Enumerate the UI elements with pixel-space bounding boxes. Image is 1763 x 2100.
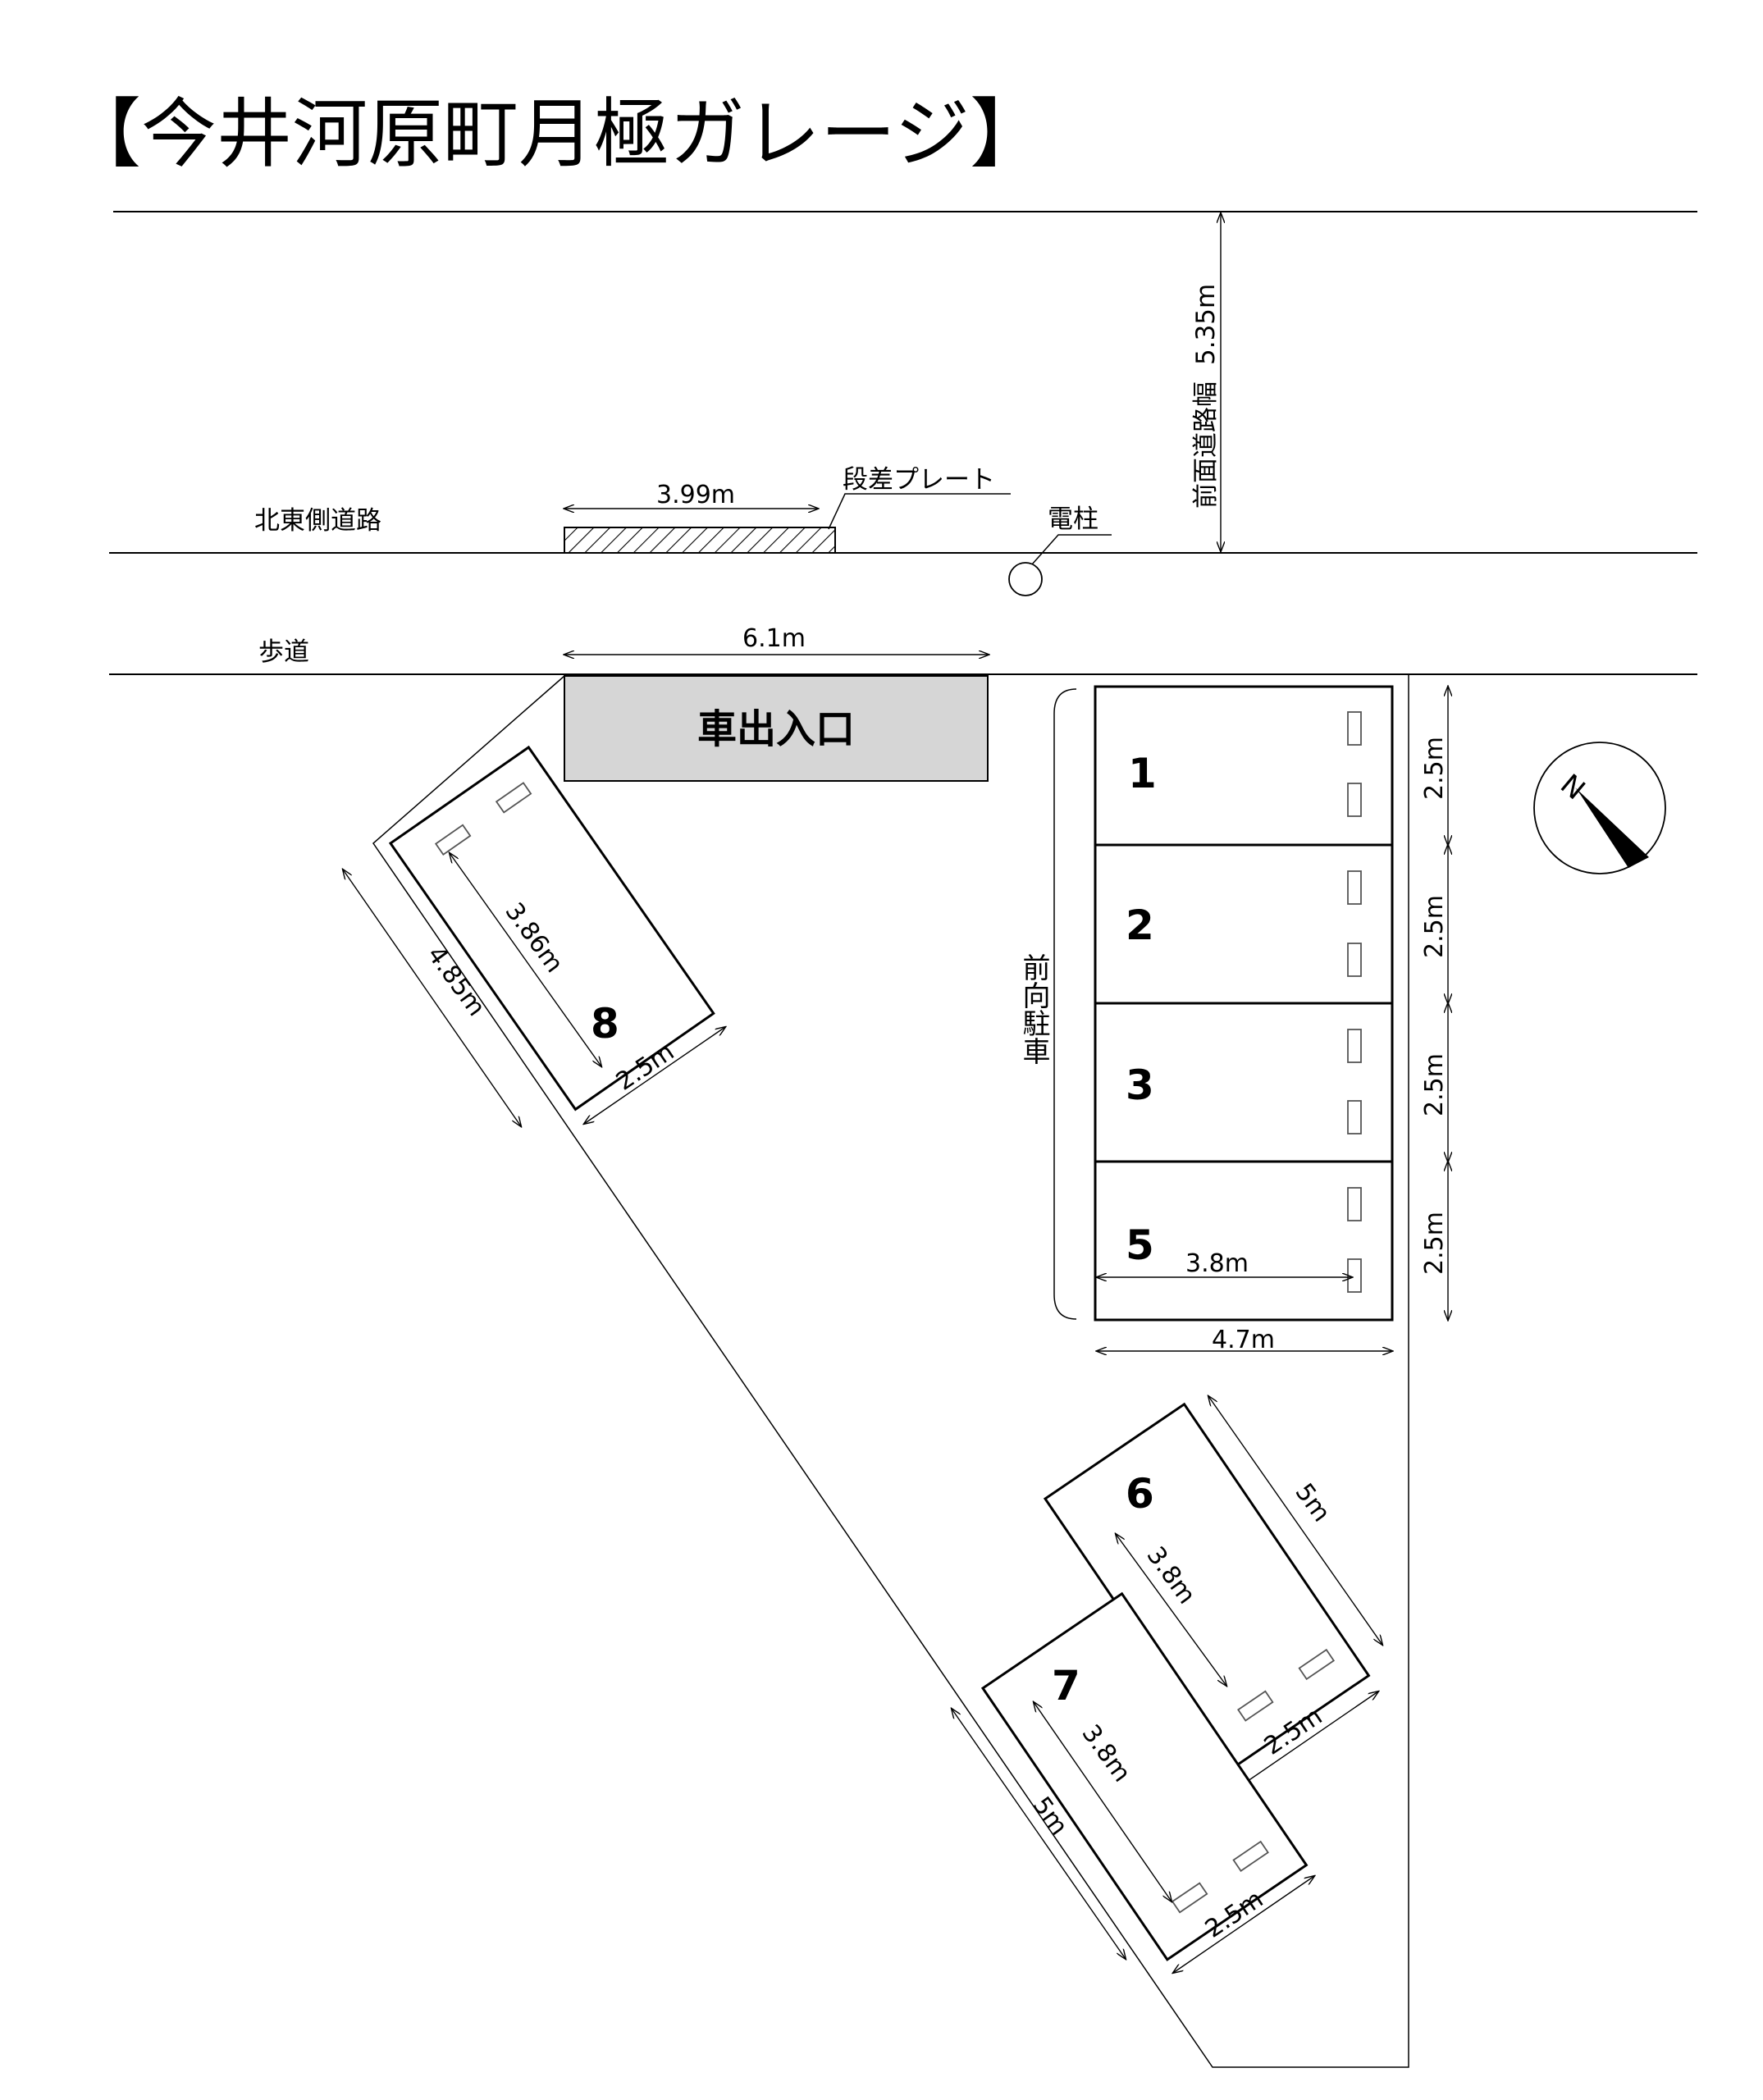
- stall5-stop-distance-label: 3.8m: [1185, 1249, 1249, 1278]
- stall6-length-label: 5m: [1290, 1478, 1336, 1527]
- stall7-width-dimension-line: [1173, 1876, 1314, 1973]
- row-depth-label: 4.7m: [1212, 1326, 1275, 1354]
- vehicle-entrance-label: 車出入口: [697, 706, 855, 752]
- stall8-length-dimension-line: [343, 870, 521, 1126]
- stall7-length-dimension-line: [952, 1709, 1126, 1959]
- stall-number-1: 1: [1128, 750, 1157, 797]
- stall8-width-dimension-line: [584, 1027, 725, 1124]
- wheel-stop: [1347, 711, 1362, 746]
- stall3-width-label: 2.5m: [1420, 1053, 1449, 1116]
- page-title: 【今井河原町月極ガレージ】: [66, 90, 1045, 178]
- wheel-stop: [1347, 1187, 1362, 1221]
- utility-pole-leader: [1031, 534, 1112, 565]
- front-road-width-label: 前面道路幅5.35m: [1191, 284, 1221, 509]
- stall-1: [1094, 685, 1394, 847]
- wheel-stop: [1347, 870, 1362, 905]
- north-arrow-icon: [1575, 788, 1649, 868]
- front-parking-bracket: [1053, 688, 1077, 1320]
- utility-pole-label: 電柱: [1048, 504, 1098, 534]
- vehicle-entrance: [564, 675, 989, 782]
- compass-icon: [1533, 742, 1666, 874]
- stall-number-7: 7: [1052, 1662, 1080, 1710]
- stall6-stop-dimension-line: [1116, 1534, 1226, 1686]
- property-boundary: [372, 674, 1409, 2068]
- stall6-width-dimension-line: [1237, 1691, 1378, 1788]
- utility-pole-icon: [1008, 562, 1043, 596]
- northeast-road-label: 北東側道路: [254, 506, 381, 536]
- stall-number-2: 2: [1126, 902, 1154, 949]
- stall-2: [1094, 843, 1394, 1005]
- wheel-stop: [1298, 1648, 1336, 1681]
- stall2-width-label: 2.5m: [1420, 895, 1449, 958]
- stall-number-8: 8: [591, 1000, 619, 1048]
- step-plate-width-label: 3.99m: [656, 481, 735, 509]
- stall1-width-label: 2.5m: [1420, 737, 1449, 800]
- wheel-stop: [1347, 1029, 1362, 1063]
- stall-number-5: 5: [1126, 1221, 1154, 1269]
- stall-5: [1094, 1160, 1394, 1322]
- step-plate: [564, 527, 836, 554]
- step-plate-leader: [828, 493, 1011, 530]
- stall5-width-label: 2.5m: [1420, 1212, 1449, 1275]
- stall-number-3: 3: [1126, 1061, 1154, 1109]
- wheel-stop: [1232, 1840, 1269, 1872]
- sidewalk-label: 歩道: [258, 637, 309, 667]
- front-parking-label: 前向駐車: [1017, 953, 1050, 1065]
- wheel-stop: [1347, 1258, 1362, 1293]
- entrance-width-label: 6.1m: [742, 624, 806, 653]
- stall-number-6: 6: [1126, 1470, 1154, 1518]
- wheel-stop: [1347, 783, 1362, 817]
- stall6-length-dimension-line: [1208, 1396, 1382, 1645]
- wheel-stop: [1347, 1100, 1362, 1134]
- step-plate-label: 段差プレート: [843, 465, 995, 495]
- wheel-stop: [434, 824, 472, 856]
- stall-3: [1094, 1002, 1394, 1163]
- wheel-stop: [1347, 943, 1362, 977]
- wheel-stop: [495, 782, 532, 814]
